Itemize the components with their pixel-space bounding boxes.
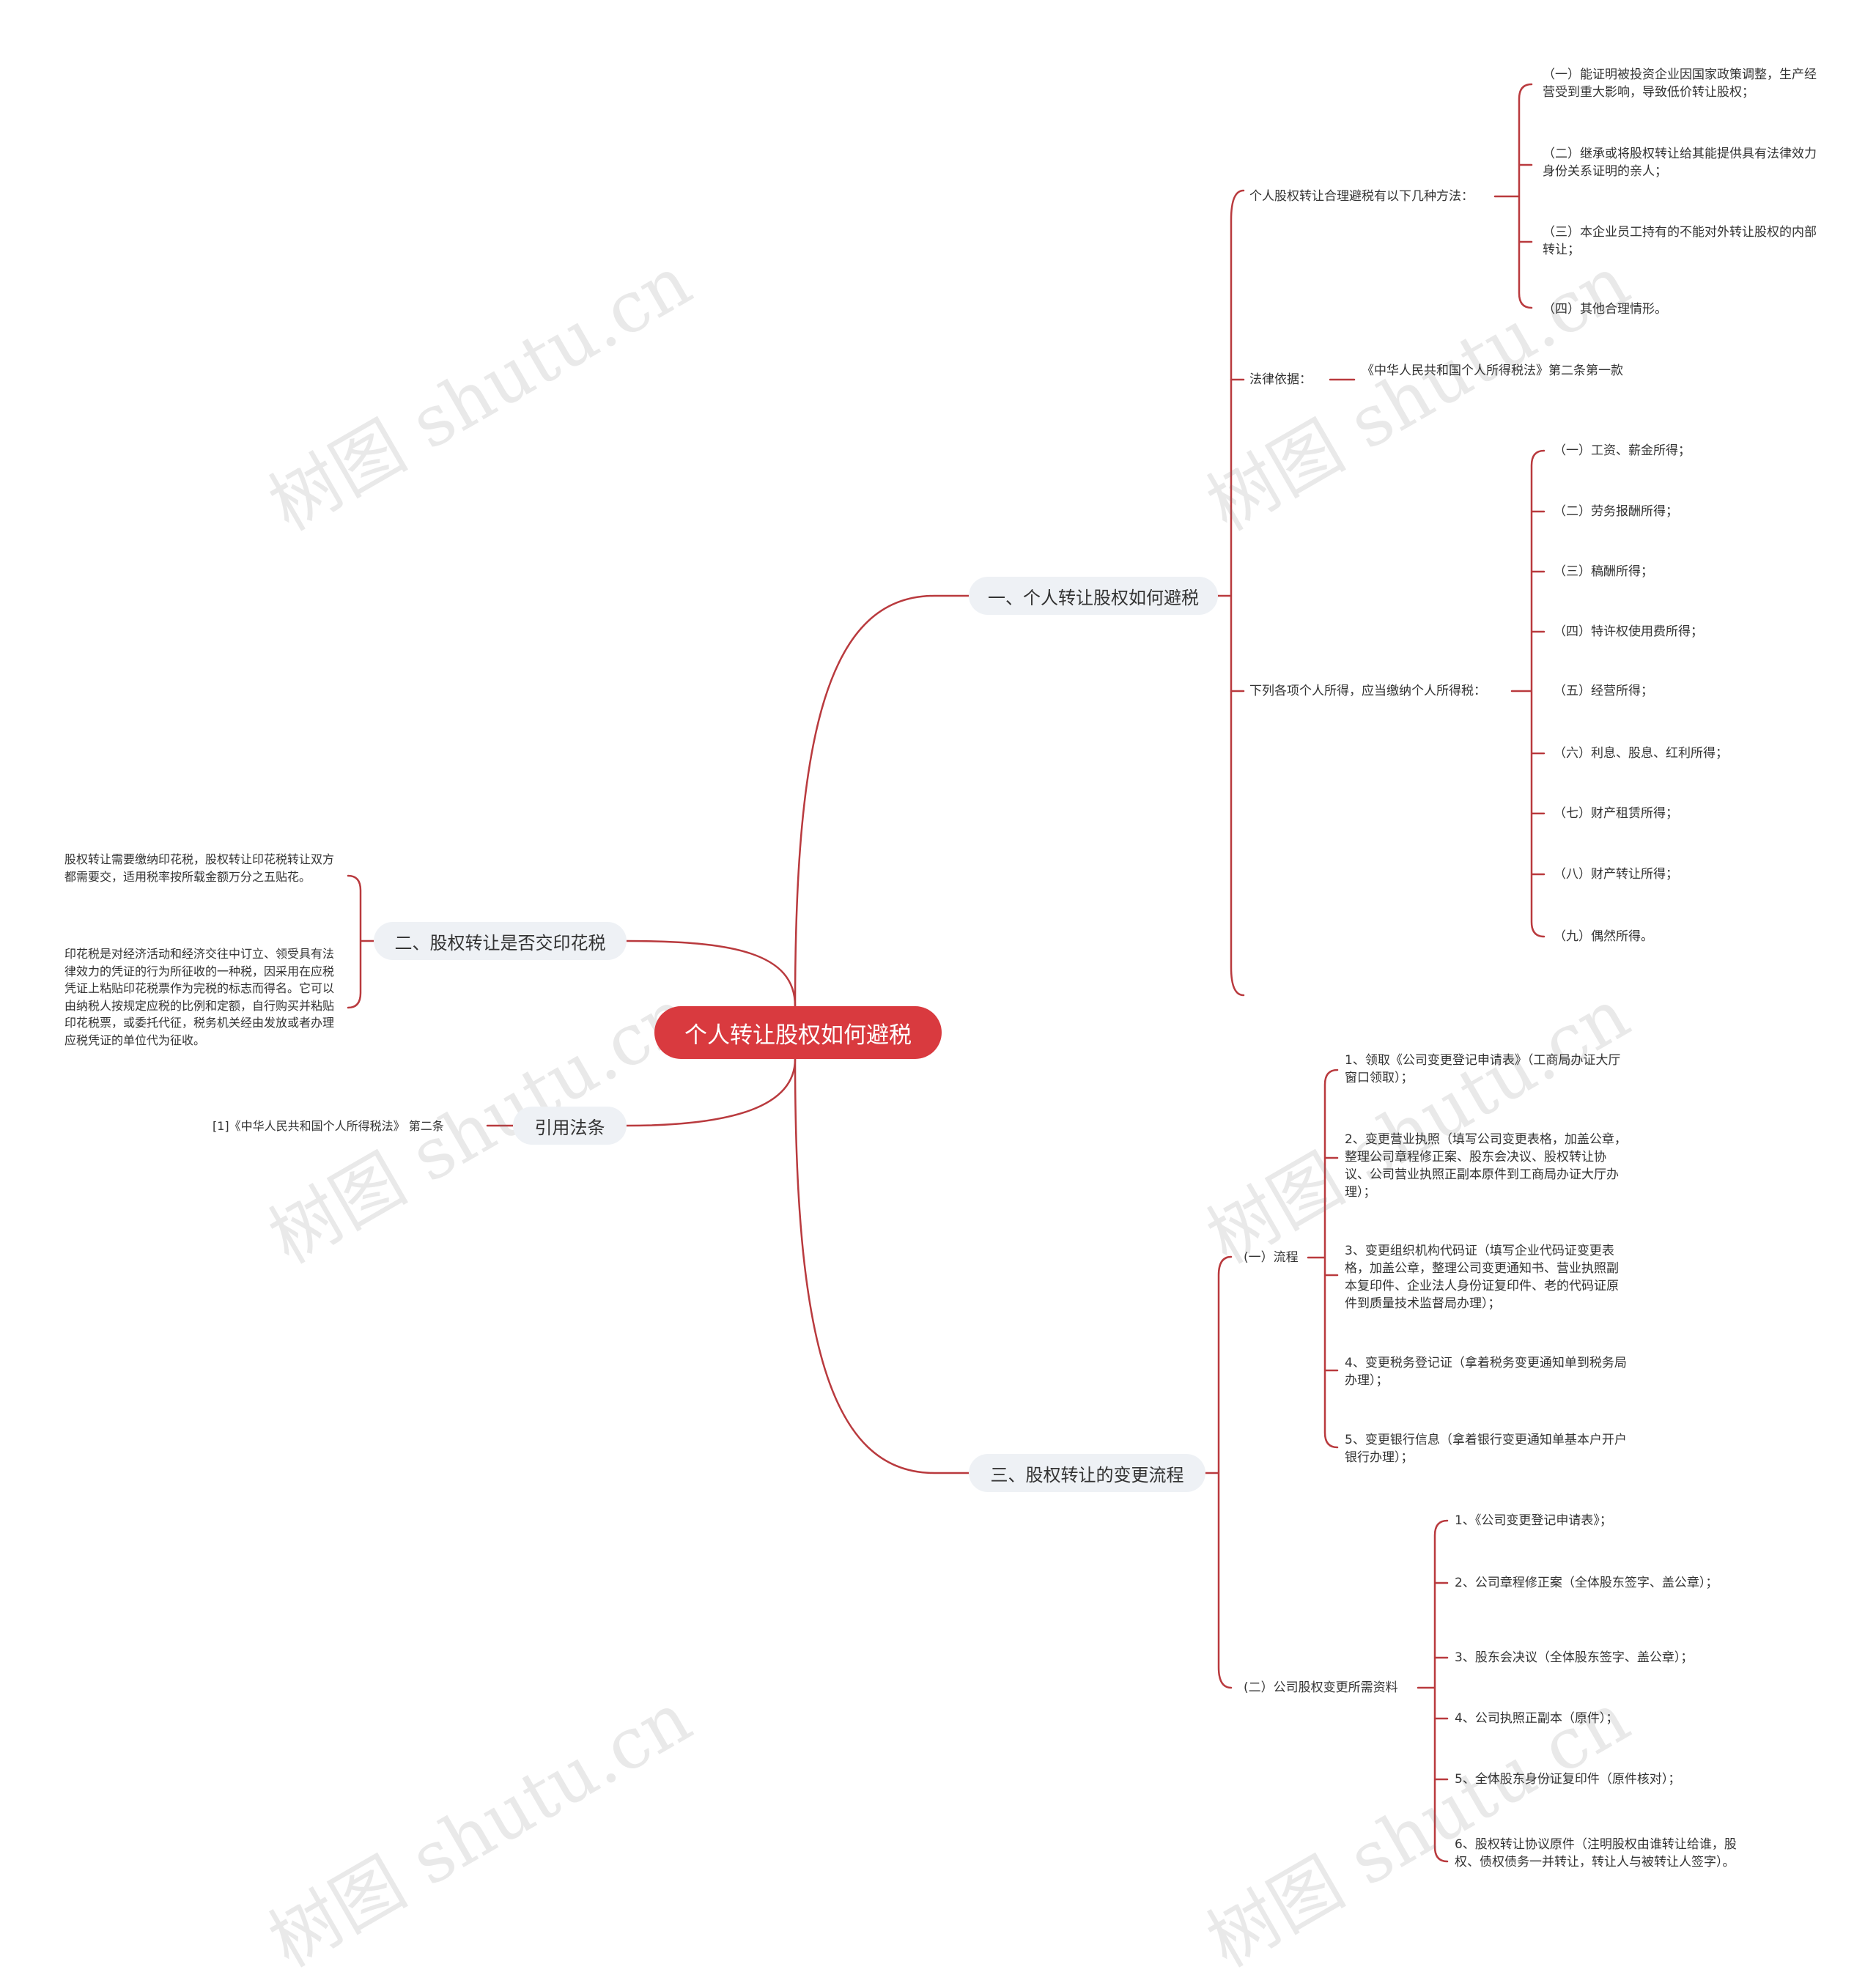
edge-s3 [1510, 449, 1546, 938]
process-step[interactable]: 5、变更银行信息（拿着银行变更通知单基本户开户银行办理）； [1345, 1433, 1627, 1465]
edge-b4-bracket [1204, 1255, 1233, 1689]
income-item[interactable]: （八）财产转让所得； [1554, 867, 1678, 882]
branch-stamp-tax[interactable]: 二、股权转让是否交印花税 [374, 922, 627, 960]
edge-b2 [347, 874, 375, 1009]
stamp-tax-note[interactable]: 印花税是对经济活动和经济交往中订立、领受具有法律效力的凭证的行为所征收的一种税，… [64, 947, 335, 1047]
edge-b1-bracket [1216, 189, 1245, 997]
topic-process[interactable]: (一）流程 [1244, 1250, 1299, 1265]
edge-root-b2 [625, 940, 797, 1008]
process-step[interactable]: 4、变更税务登记证（拿着税务变更通知单到税务局办理）； [1345, 1356, 1627, 1388]
income-item[interactable]: （九）偶然所得。 [1554, 929, 1653, 944]
root-node[interactable]: 个人转让股权如何避税 [654, 1006, 942, 1059]
method-item[interactable]: （三）本企业员工持有的不能对外转让股权的内部转让； [1543, 225, 1817, 257]
branch-citation[interactable]: 引用法条 [513, 1107, 627, 1145]
doc-item[interactable]: 5、全体股东身份证复印件（原件核对）； [1455, 1772, 1681, 1787]
method-item[interactable]: （一）能证明被投资企业因国家政策调整，生产经营受到重大影响，导致低价转让股权； [1543, 67, 1817, 100]
doc-item[interactable]: 3、股东会决议（全体股东签字、盖公章）； [1455, 1650, 1694, 1665]
income-item[interactable]: （二）劳务报酬所得； [1554, 504, 1678, 519]
topic-required-docs[interactable]: (二）公司股权变更所需资料 [1244, 1680, 1398, 1695]
edge-s1 [1493, 83, 1533, 309]
method-item[interactable]: （四）其他合理情形。 [1543, 302, 1667, 317]
doc-item[interactable]: 1、《公司变更登记申请表》； [1455, 1513, 1612, 1528]
edge-root-b1 [794, 594, 970, 1008]
process-step[interactable]: 3、变更组织机构代码证（填写企业代码证变更表格，加盖公章，整理公司变更通知书、营… [1345, 1244, 1619, 1311]
income-item[interactable]: （三）稿酬所得； [1554, 564, 1653, 579]
edge-b4-s1 [1307, 1068, 1339, 1449]
stamp-tax-note[interactable]: 股权转让需要缴纳印花税，股权转让印花税转让双方都需要交，适用税率按所载金额万分之… [64, 852, 335, 884]
topic-legal-basis[interactable]: 法律依据： [1249, 372, 1312, 387]
legal-basis-item[interactable]: 《中华人民共和国个人所得税法》第二条第一款 [1362, 363, 1623, 378]
doc-item[interactable]: 6、股权转让协议原件（注明股权由谁转让给谁，股权、债权债务一并转让，转让人与被转… [1455, 1837, 1737, 1869]
citation-item[interactable]: [1]《中华人民共和国个人所得税法》 第二条 [213, 1119, 444, 1133]
edge-root-b4 [794, 1057, 970, 1474]
branch-change-process[interactable]: 三、股权转让的变更流程 [969, 1454, 1205, 1492]
method-item[interactable]: （二）继承或将股权转让给其能提供具有法律效力身份关系证明的亲人； [1543, 147, 1817, 179]
process-step[interactable]: 2、变更营业执照（填写公司变更表格，加盖公章，整理公司章程修正案、股东会决议、股… [1345, 1132, 1627, 1200]
edge-root-b3 [625, 1057, 797, 1127]
income-item[interactable]: （六）利息、股息、红利所得； [1554, 746, 1728, 761]
doc-item[interactable]: 2、公司章程修正案（全体股东签字、盖公章）； [1455, 1576, 1718, 1590]
topic-methods[interactable]: 个人股权转让合理避税有以下几种方法： [1249, 189, 1474, 204]
doc-item[interactable]: 4、公司执照正副本（原件）； [1455, 1711, 1619, 1726]
process-step[interactable]: 1、领取《公司变更登记申请表》（工商局办证大厅窗口领取）； [1345, 1053, 1621, 1085]
topic-taxable-income[interactable]: 下列各项个人所得，应当缴纳个人所得税： [1249, 684, 1486, 698]
income-item[interactable]: （五）经营所得； [1554, 684, 1653, 698]
income-item[interactable]: （七）财产租赁所得； [1554, 806, 1678, 821]
edge-b4-s2 [1417, 1519, 1449, 1863]
income-item[interactable]: （四）特许权使用费所得； [1554, 624, 1703, 639]
income-item[interactable]: （一）工资、薪金所得； [1554, 443, 1691, 458]
branch-avoid-tax[interactable]: 一、个人转让股权如何避税 [969, 577, 1218, 615]
